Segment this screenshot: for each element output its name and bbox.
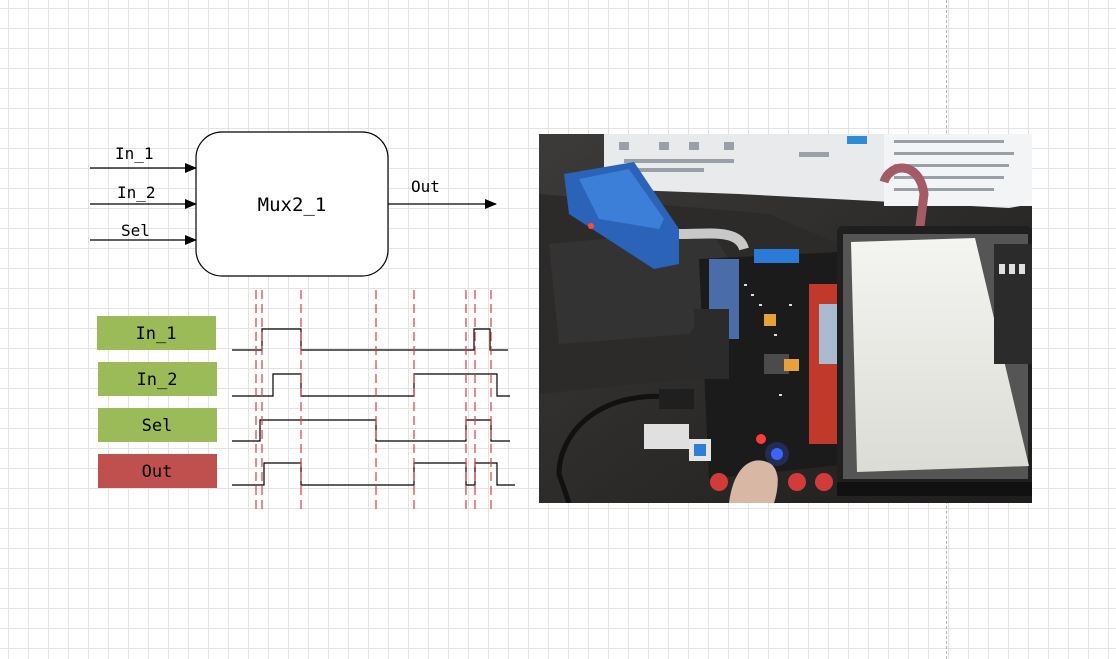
out-port-label: Out [411,177,440,196]
waveform-label-out: Out [98,454,217,488]
sel-port-label: Sel [121,221,150,240]
mux-block[interactable]: Mux2_1 [195,131,389,277]
svg-text:Out: Out [142,462,173,482]
waveform-label-sel: Sel [98,408,217,442]
svg-text:Sel: Sel [142,416,173,436]
waveform-label-in1: In_1 [97,316,216,350]
lcd-screen [851,238,1029,472]
mux-title: Mux2_1 [258,194,327,216]
waveform-sel [232,419,510,442]
waveform-out [232,462,515,486]
in2-port-label: In_2 [117,183,156,202]
finger [729,460,778,503]
waveform-label-in2: In_2 [98,362,217,396]
svg-text:In_2: In_2 [137,370,178,390]
timing-markers [255,290,492,512]
svg-text:In_1: In_1 [136,324,177,344]
waveform-in2 [232,373,510,397]
fpga-board-photo [539,134,1032,503]
in1-port-label: In_1 [115,144,154,163]
